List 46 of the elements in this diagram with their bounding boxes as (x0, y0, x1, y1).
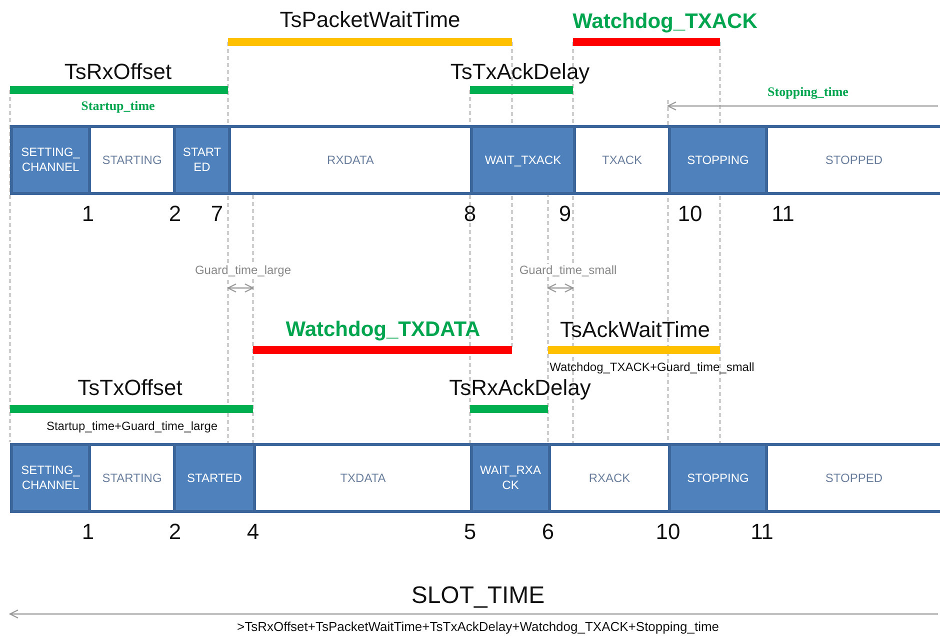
duration-label: Stopping_time (768, 85, 848, 100)
state-box: STOPPED (765, 443, 940, 513)
state-box: RXACK (548, 443, 671, 513)
time-point-number: 8 (464, 202, 476, 226)
state-box: TXDATA (253, 443, 473, 513)
state-box: STARTING (88, 443, 176, 513)
time-point-number: 10 (656, 520, 680, 544)
timing-label: TsRxAckDelay (449, 376, 591, 400)
time-point-number: 2 (168, 202, 182, 226)
state-box: STARTED (173, 125, 231, 195)
time-point-number: 1 (82, 520, 94, 544)
time-point-number: 2 (168, 520, 182, 544)
time-point-number: 6 (542, 520, 554, 544)
state-box: STOPPED (765, 125, 940, 195)
timing-label: TsPacketWaitTime (280, 8, 460, 32)
state-box: SETTING_CHANNEL (10, 443, 91, 513)
duration-label: Startup_time (81, 99, 155, 114)
timing-label: Watchdog_TXDATA (286, 318, 480, 342)
timing-label: TsAckWaitTime (560, 318, 710, 342)
timing-label: TsTxOffset (78, 376, 182, 400)
state-box: SETTING_CHANNEL (10, 125, 91, 195)
timing-label: SLOT_TIME (411, 583, 545, 610)
time-point-number: 9 (558, 202, 572, 226)
time-point-number: 7 (210, 202, 224, 226)
state-box: STARTING (88, 125, 176, 195)
timing-label: Watchdog_TXACK (572, 10, 758, 34)
formula-label: Watchdog_TXACK+Guard_time_small (550, 361, 754, 374)
timing-label: TsRxOffset (64, 60, 172, 84)
time-point-number: 1 (82, 202, 94, 226)
duration-label: Guard_time_large (194, 264, 292, 278)
state-box: STOPPING (668, 125, 768, 195)
time-point-number: 4 (246, 520, 260, 544)
time-point-number: 10 (678, 202, 702, 226)
state-box: STOPPING (668, 443, 768, 513)
state-box: RXDATA (228, 125, 473, 195)
duration-label: Guard_time_small (519, 264, 617, 278)
time-point-number: 11 (750, 520, 774, 544)
state-box: WAIT_TXACK (470, 125, 576, 195)
formula-label: >TsRxOffset+TsPacketWaitTime+TsTxAckDelay+Watchdog_TXACK+Stopping_time (236, 620, 720, 634)
time-point-number: 11 (772, 202, 794, 226)
timing-label: TsTxAckDelay (450, 60, 590, 84)
state-box: TXACK (573, 125, 671, 195)
time-point-number: 5 (464, 520, 476, 544)
state-box: WAIT_RXACK (470, 443, 551, 513)
formula-label: Startup_time+Guard_time_large (46, 420, 218, 434)
state-box: STARTED (173, 443, 256, 513)
